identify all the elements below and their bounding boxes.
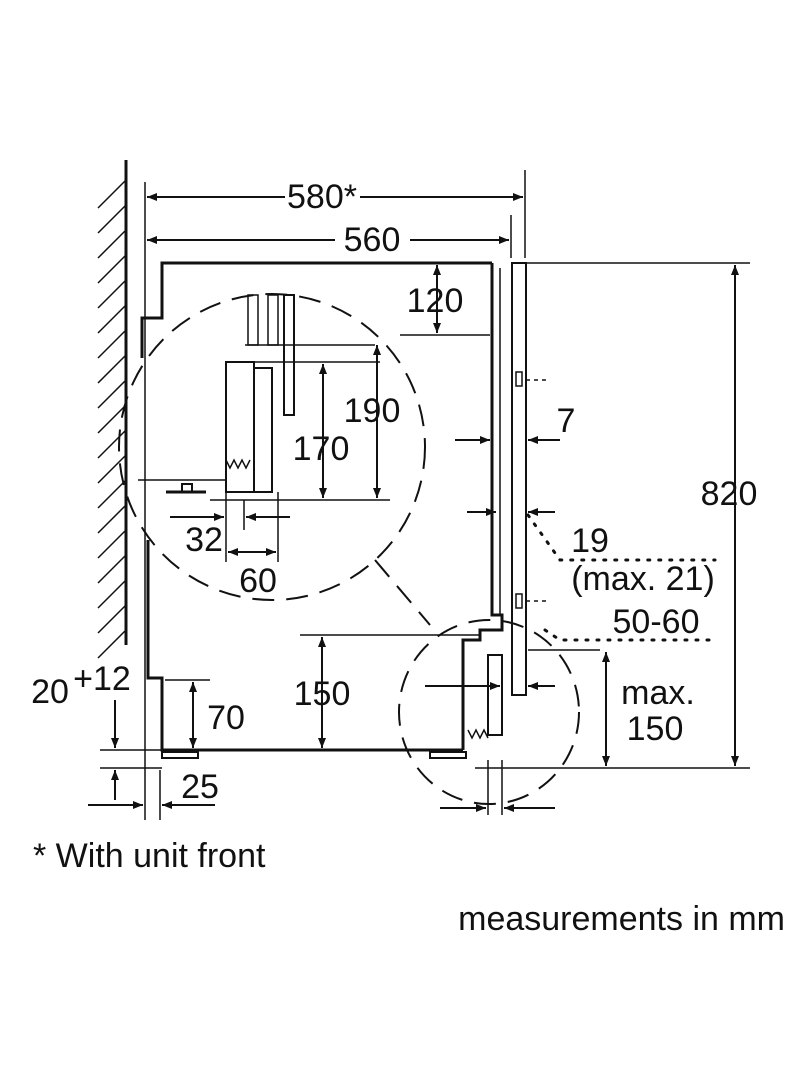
extension-lines bbox=[100, 170, 750, 820]
dim-50-60: 50-60 bbox=[613, 603, 700, 641]
dim-max-150: 150 bbox=[627, 710, 684, 748]
dim-170: 170 bbox=[293, 430, 350, 468]
dim-120: 120 bbox=[407, 282, 464, 320]
appliance-outline bbox=[140, 261, 548, 759]
dim-32: 32 bbox=[185, 521, 223, 559]
front-panel bbox=[511, 262, 527, 696]
dim-max-label: max. bbox=[621, 674, 695, 712]
left-foot bbox=[161, 751, 199, 759]
dimension-arrows bbox=[88, 193, 739, 812]
detail-circle-bottom bbox=[398, 619, 580, 805]
units-note: measurements in mm bbox=[458, 900, 785, 938]
dim-7: 7 bbox=[557, 402, 576, 440]
dim-19: 19 bbox=[571, 522, 609, 560]
dim-190: 190 bbox=[344, 392, 401, 430]
dim-580: 580* bbox=[287, 178, 357, 216]
right-foot bbox=[429, 751, 467, 759]
dim-60: 60 bbox=[239, 562, 277, 600]
dim-150: 150 bbox=[294, 675, 351, 713]
dim-max-21: (max. 21) bbox=[571, 560, 715, 598]
dimension-labels: 580* 560 120 190 170 7 820 19 (max. 21) … bbox=[31, 178, 757, 806]
wall bbox=[97, 160, 128, 659]
leader-lines bbox=[526, 513, 717, 642]
dim-25: 25 bbox=[181, 768, 219, 806]
detail-circle-top bbox=[118, 293, 431, 626]
footnote-unit-front: * With unit front bbox=[33, 837, 266, 875]
dim-820: 820 bbox=[701, 475, 758, 513]
dim-560: 560 bbox=[344, 221, 401, 259]
dim-70: 70 bbox=[207, 699, 245, 737]
dim-plus-12: +12 bbox=[73, 660, 131, 698]
dim-20: 20 bbox=[31, 673, 69, 711]
